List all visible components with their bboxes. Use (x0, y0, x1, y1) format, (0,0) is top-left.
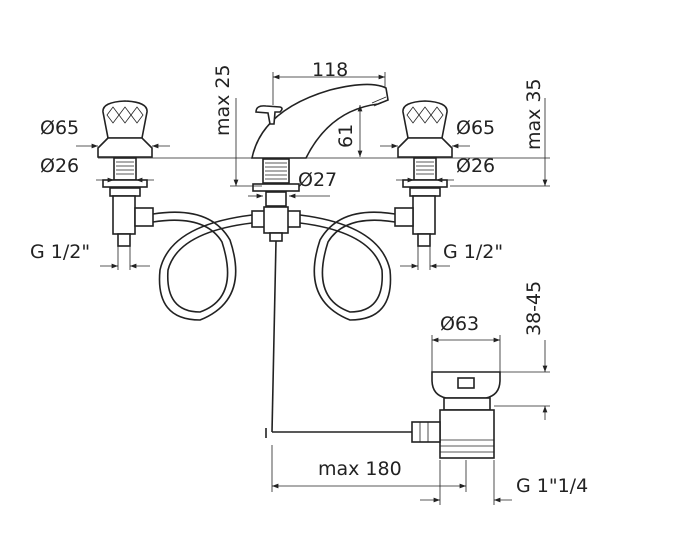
dim-spout-height: 61 (335, 124, 357, 148)
dim-handle-dia-left: Ø65 (40, 117, 79, 139)
dim-waste-dia: Ø63 (440, 313, 479, 335)
dim-spout-thread-dia: Ø27 (298, 169, 337, 191)
dim-spout-reach: 118 (312, 59, 348, 81)
pop-up-waste (411, 371, 501, 459)
dim-thread-dia-right: Ø26 (456, 155, 495, 177)
dim-waste-range: 38-45 (523, 281, 545, 336)
dim-rod-length: max 180 (318, 458, 402, 480)
dim-handle-dia-right: Ø65 (456, 117, 495, 139)
spout (251, 83, 412, 438)
right-tap (394, 100, 453, 247)
dim-connection-left: G 1/2" (30, 241, 90, 263)
left-tap (97, 100, 154, 247)
dim-connection-right: G 1/2" (443, 241, 503, 263)
dim-max-35: max 35 (523, 78, 545, 150)
dimension-lines (76, 72, 550, 505)
dim-waste-thread: G 1"1/4 (516, 475, 588, 497)
dim-thread-dia-left: Ø26 (40, 155, 79, 177)
hoses (152, 211, 396, 321)
dim-max-25: max 25 (212, 64, 234, 136)
